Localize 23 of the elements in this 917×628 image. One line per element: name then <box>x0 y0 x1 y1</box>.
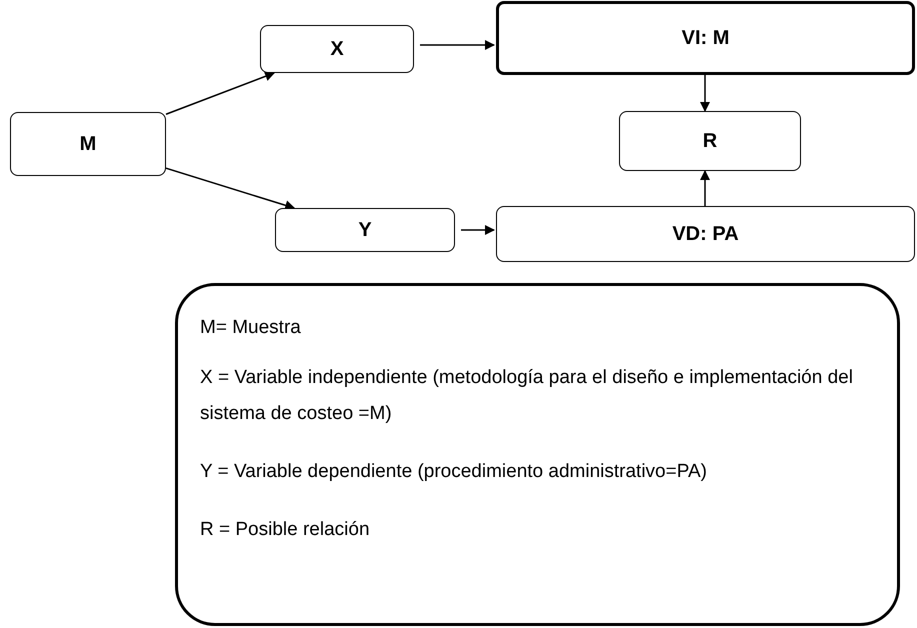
box-label: X <box>330 38 344 60</box>
box-label: VI: M <box>682 26 730 50</box>
box-label: M <box>80 132 96 156</box>
definition-text: M= Muestra <box>200 316 302 340</box>
variable-box <box>496 1 915 75</box>
arrow <box>700 170 710 206</box>
variable-box <box>10 112 166 176</box>
definition-text: Y = Variable dependiente (procedimiento administrativo=PA) <box>200 460 708 484</box>
variable-box <box>260 25 414 73</box>
variable-box <box>619 111 801 171</box>
definition-text: R = Posible relación <box>200 518 371 542</box>
arrow <box>461 225 495 235</box>
box-label: VD: PA <box>672 222 739 246</box>
variable-box <box>275 208 455 252</box>
variable-box <box>496 206 915 262</box>
definition-text: X = Variable independiente (metodología para el diseño e implementación del sistema de costeo =M) <box>200 366 854 426</box>
arrow <box>166 72 276 115</box>
legend-box <box>175 283 900 626</box>
box-label: Y <box>358 218 372 242</box>
arrow <box>166 168 296 210</box>
arrow <box>420 40 495 50</box>
arrow <box>700 75 710 112</box>
box-label: R <box>702 130 718 152</box>
